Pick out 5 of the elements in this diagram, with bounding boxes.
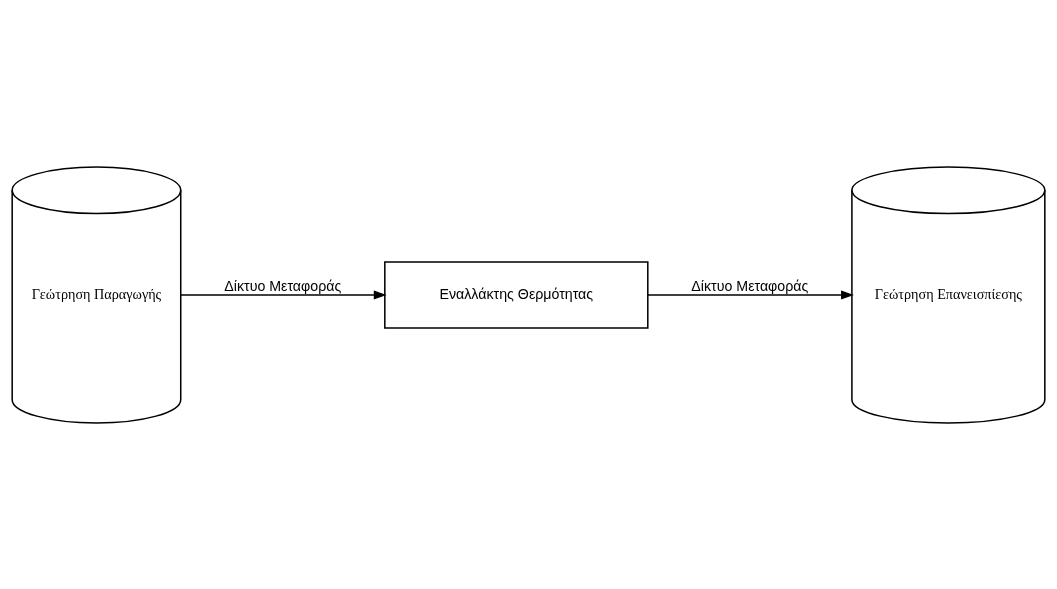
- node-box: Εναλλάκτης Θερμότητας: [384, 260, 649, 329]
- arrow: [180, 290, 387, 299]
- edge-label: Δίκτυο Μεταφοράς: [224, 277, 342, 294]
- edge-label: Δίκτυο Μεταφοράς: [691, 277, 809, 294]
- arrow: [647, 290, 854, 299]
